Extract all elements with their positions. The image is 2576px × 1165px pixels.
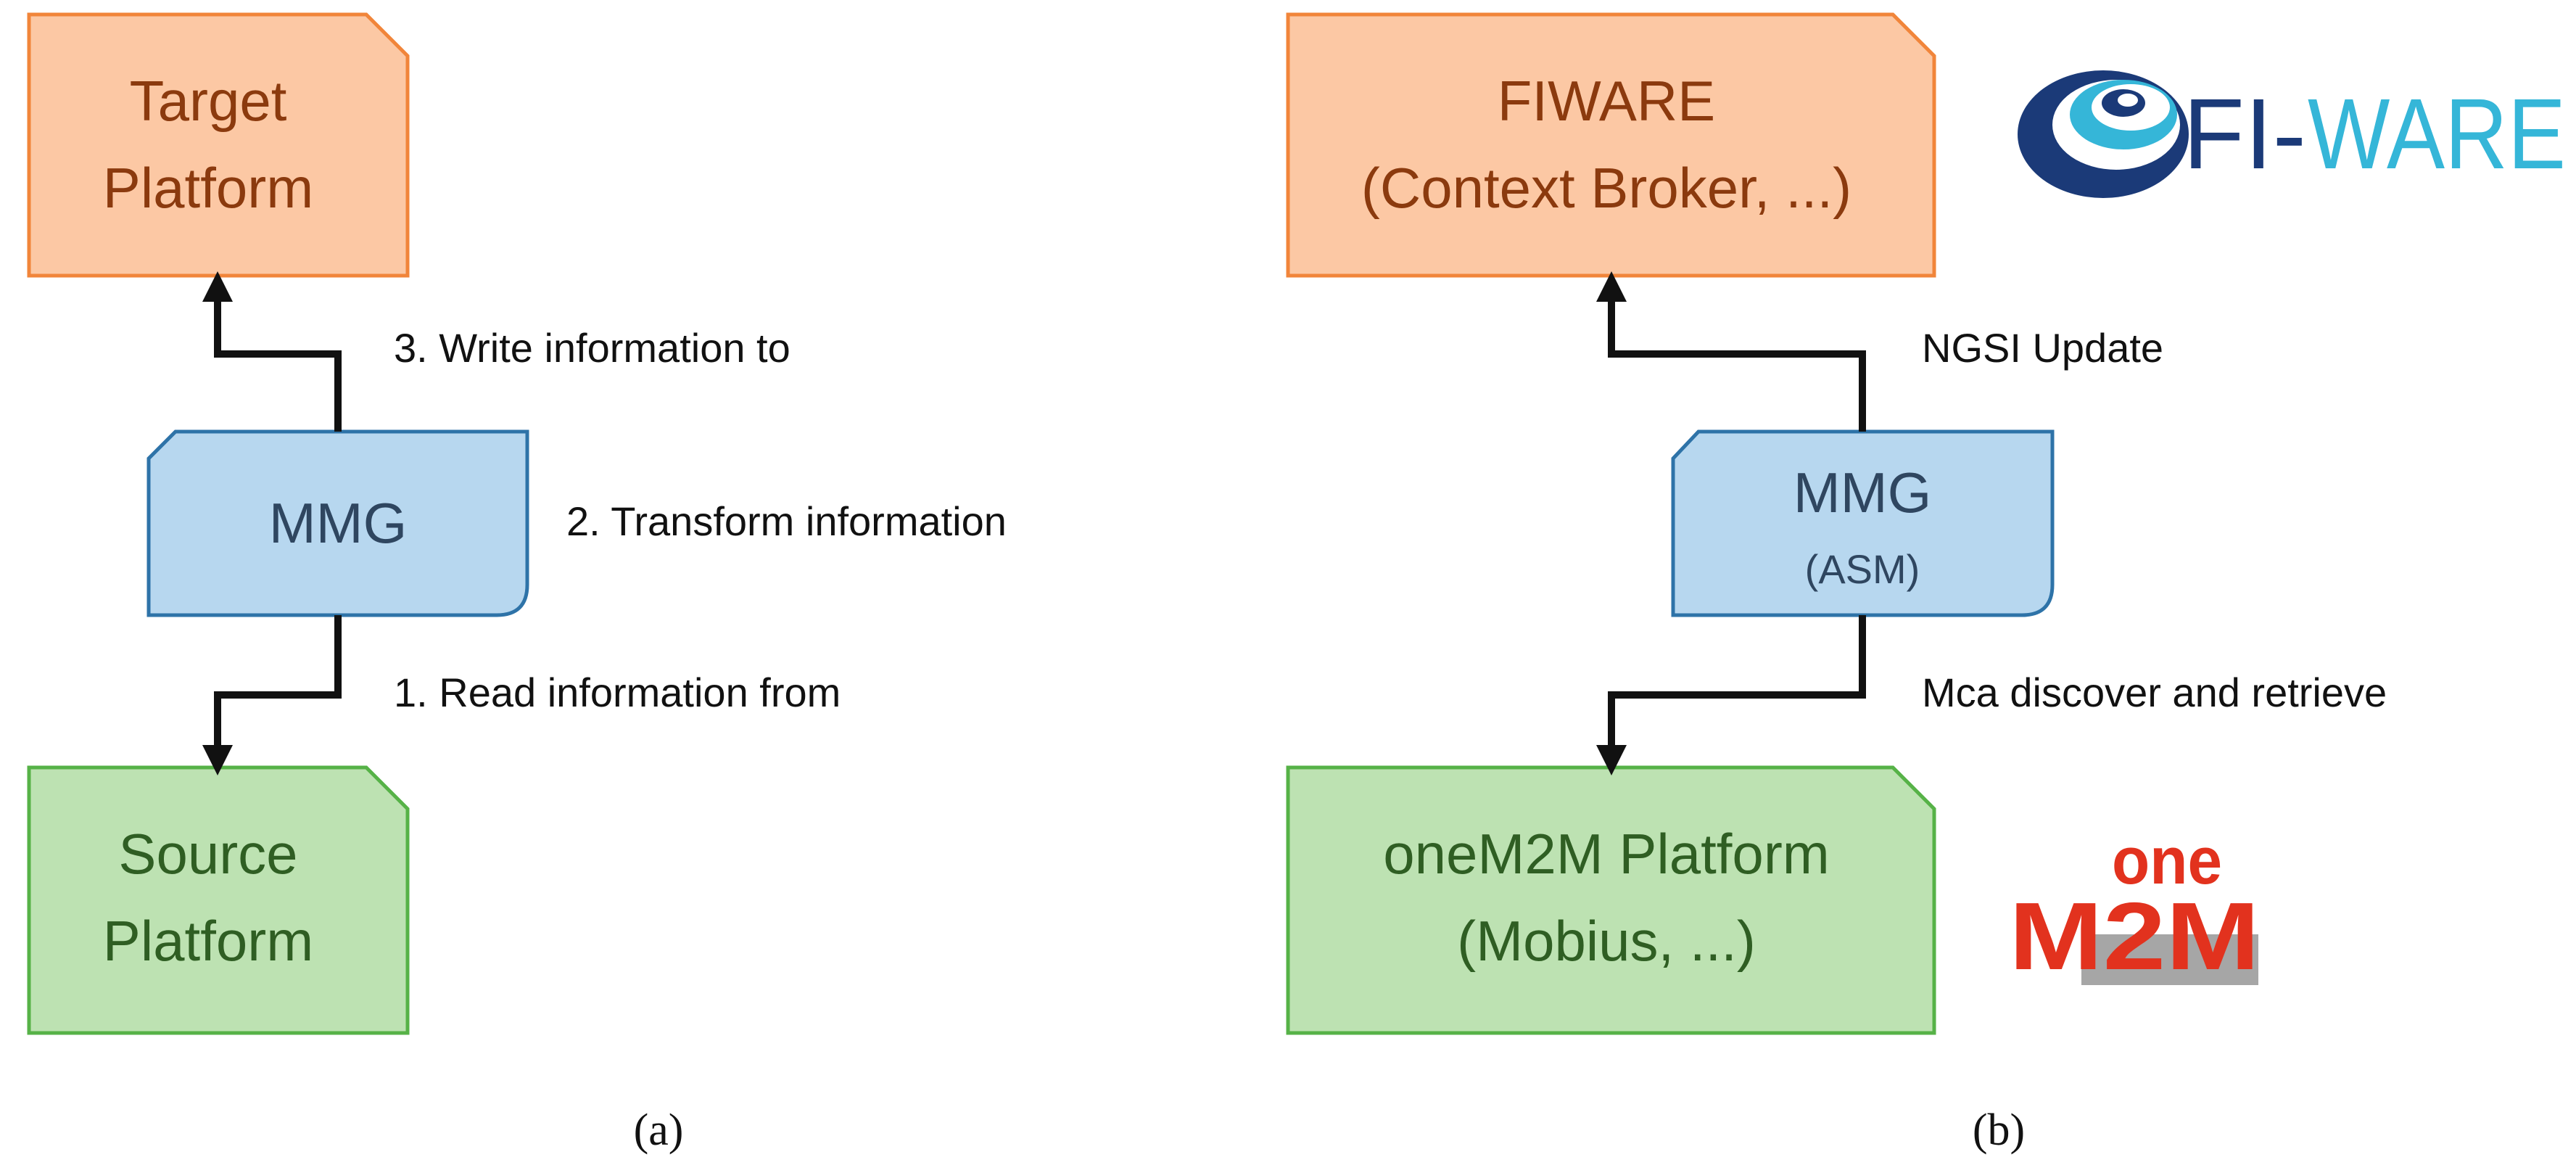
arrow-update-b (1596, 271, 1866, 432)
source-platform-box: Source Platform (27, 765, 410, 1035)
mca-retrieve-label: Mca discover and retrieve (1922, 670, 2387, 715)
mmg-box-b: MMG (ASM) (1671, 429, 2055, 617)
mmg-label-b: MMG (1793, 461, 1932, 524)
caption-b: (b) (1973, 1106, 2025, 1155)
mmg-sublabel-b: (ASM) (1805, 546, 1920, 592)
mmg-label-a: MMG (269, 491, 408, 555)
onem2m-box-line2: (Mobius, ...) (1457, 909, 1756, 973)
caption-a: (a) (634, 1106, 684, 1155)
fiware-box: FIWARE (Context Broker, ...) (1286, 12, 1936, 278)
arrow-write-a (202, 271, 342, 432)
ngsi-update-label: NGSI Update (1922, 325, 2163, 371)
onem2m-logo-top: one (2112, 824, 2222, 898)
target-platform-box: Target Platform (27, 12, 410, 278)
fiware-box-line1: FIWARE (1498, 69, 1715, 133)
fiware-swirl-icon (2018, 70, 2189, 198)
arrow-read-a (202, 615, 342, 775)
onem2m-logo-bottom: M2M (2009, 883, 2260, 989)
onem2m-platform-box: oneM2M Platform (Mobius, ...) (1286, 765, 1936, 1035)
step3-label: 3. Write information to (394, 325, 790, 371)
step2-label: 2. Transform information (566, 498, 1007, 544)
source-platform-line1: Source (118, 822, 297, 886)
fiware-logo: FI- WARE (2018, 70, 2566, 198)
panel-a: Target Platform MMG Source Platform 3. W… (27, 12, 1007, 1155)
step1-label: 1. Read information from (394, 670, 841, 715)
fiware-logo-text-dark: FI- (2183, 78, 2306, 190)
onem2m-box-line1: oneM2M Platform (1383, 822, 1830, 886)
panel-b: FIWARE (Context Broker, ...) MMG (ASM) o… (1286, 12, 2566, 1155)
source-platform-line2: Platform (103, 909, 313, 973)
fiware-box-line2: (Context Broker, ...) (1361, 156, 1852, 220)
onem2m-logo: one M2M (2009, 824, 2260, 989)
target-platform-line2: Platform (103, 156, 313, 220)
mmg-box-a: MMG (146, 429, 529, 617)
arrow-retrieve-b (1596, 615, 1866, 775)
fiware-logo-text-light: WARE (2308, 78, 2566, 190)
target-platform-line1: Target (130, 69, 287, 133)
